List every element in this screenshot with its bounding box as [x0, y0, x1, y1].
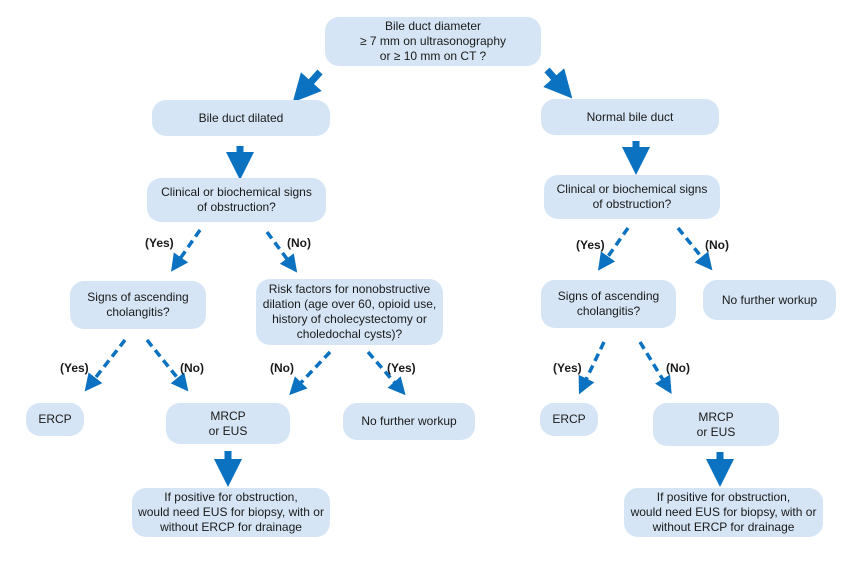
solid-arrow	[292, 69, 323, 103]
positive-right-node: If positive for obstruction, would need …	[624, 488, 823, 537]
dashed-arrow	[578, 341, 606, 395]
ercp-right-node: ERCP	[540, 403, 598, 436]
ercp-left-node: ERCP	[26, 403, 84, 436]
no-label: (No)	[270, 361, 294, 375]
clin-right-node: Clinical or biochemical signs of obstruc…	[544, 175, 720, 219]
nofurther-right-node: No further workup	[703, 280, 836, 320]
dashed-arrow	[265, 230, 298, 273]
dashed-arrow	[84, 338, 127, 392]
no-label: (No)	[705, 238, 729, 252]
dashed-arrow	[676, 226, 713, 271]
solid-arrow	[543, 67, 573, 99]
no-label: (No)	[287, 236, 311, 250]
dashed-arrow	[366, 350, 406, 396]
yes-label: (Yes)	[60, 361, 89, 375]
mrcp-left-node: MRCP or EUS	[166, 403, 290, 444]
yes-label: (Yes)	[576, 238, 605, 252]
risk-node: Risk factors for nonobstructive dilation…	[256, 279, 443, 345]
nofurther-left-node: No further workup	[343, 403, 475, 440]
mrcp-right-node: MRCP or EUS	[653, 403, 779, 446]
asc-right-node: Signs of ascending cholangitis?	[541, 280, 676, 328]
positive-left-node: If positive for obstruction, would need …	[132, 488, 330, 537]
dashed-arrow	[597, 226, 630, 271]
dilated-node: Bile duct dilated	[152, 100, 330, 136]
dashed-arrow	[638, 341, 672, 394]
yes-label: (Yes)	[387, 361, 416, 375]
dashed-arrow	[171, 229, 202, 272]
yes-label: (Yes)	[553, 361, 582, 375]
no-label: (No)	[666, 361, 690, 375]
yes-label: (Yes)	[145, 236, 174, 250]
clin-left-node: Clinical or biochemical signs of obstruc…	[147, 178, 326, 222]
normal-node: Normal bile duct	[541, 99, 719, 135]
start-node: Bile duct diameter ≥ 7 mm on ultrasonogr…	[325, 17, 541, 66]
dashed-arrow	[145, 338, 189, 392]
dashed-arrow	[289, 350, 332, 396]
no-label: (No)	[180, 361, 204, 375]
asc-left-node: Signs of ascending cholangitis?	[70, 281, 206, 329]
